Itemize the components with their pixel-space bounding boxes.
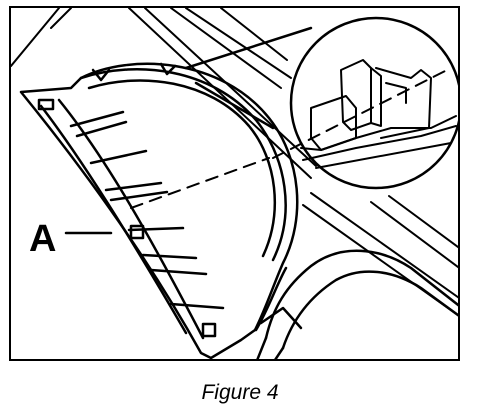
- lower-panel: [256, 249, 458, 359]
- figure-frame: A: [9, 6, 460, 361]
- callout-label-a: A: [29, 218, 57, 260]
- trim-panel: [19, 62, 299, 359]
- figure-caption: Figure 4: [201, 381, 279, 404]
- technical-illustration: [11, 8, 458, 359]
- detail-callout: [184, 16, 458, 190]
- alignment-lines: [130, 67, 452, 209]
